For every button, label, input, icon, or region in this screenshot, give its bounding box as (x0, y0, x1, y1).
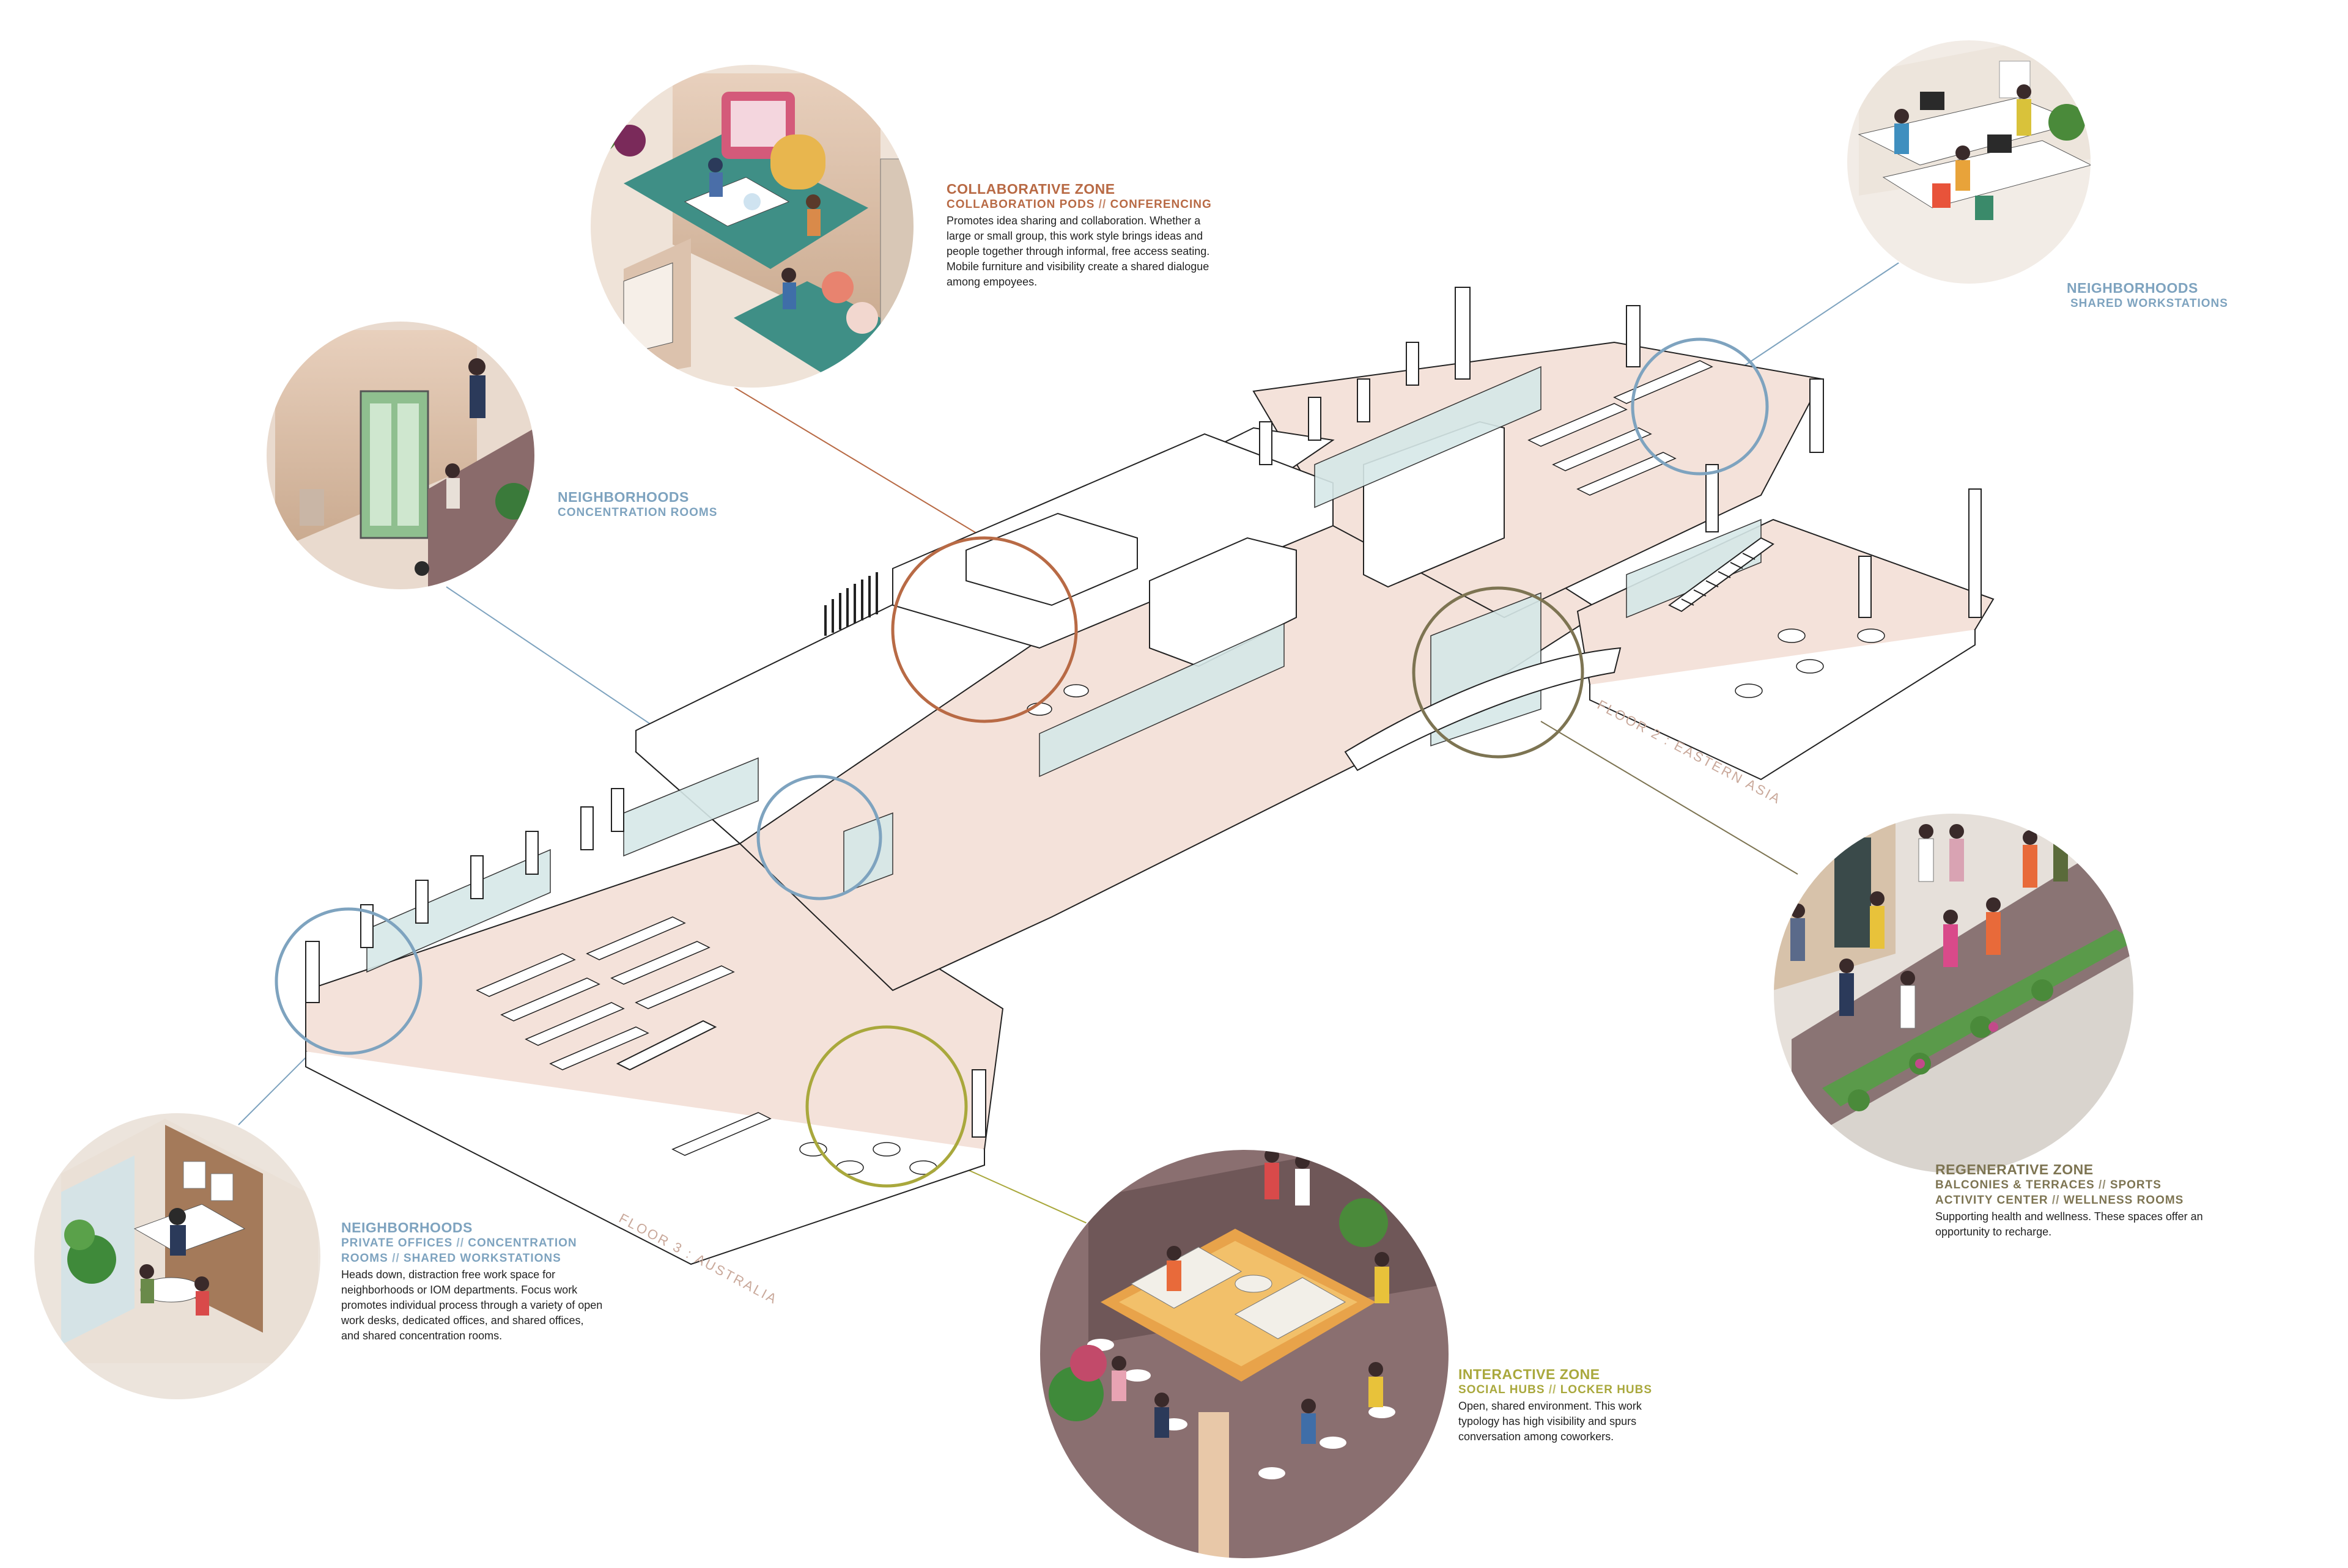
private-title: NEIGHBORHOODS (341, 1220, 473, 1235)
vignette-private (33, 1112, 322, 1401)
building-axonometric (305, 287, 1995, 1265)
private-sep2: // (392, 1252, 400, 1265)
regenerative-sep2: // (2051, 1194, 2060, 1207)
callout-regenerative: REGENERATIVE ZONE BALCONIES & TERRACES /… (1935, 1161, 2204, 1240)
private-body: Heads down, distraction free work space … (341, 1268, 603, 1342)
leader-collaborative (715, 375, 985, 539)
vignette-collaborative (589, 64, 915, 389)
staircase (616, 537, 1774, 1071)
highlight-private (275, 907, 423, 1055)
plan-highlights (275, 337, 1769, 1188)
highlight-interactive (805, 1025, 968, 1188)
highlight-regenerative (1412, 586, 1584, 759)
regenerative-sub1: BALCONIES & TERRACES (1935, 1179, 2095, 1191)
highlight-concentration (756, 775, 882, 900)
private-sub1: PRIVATE OFFICES (341, 1237, 453, 1250)
leader-regenerative (1540, 721, 1798, 875)
regenerative-title: REGENERATIVE ZONE (1935, 1161, 2094, 1177)
shared-sub: SHARED WORKSTATIONS (2070, 297, 2228, 310)
lounge-tables (799, 628, 1885, 1175)
interactive-body: Open, shared environment. This work typo… (1458, 1400, 1642, 1443)
concentration-sub: CONCENTRATION ROOMS (558, 506, 718, 519)
highlight-collaborative (891, 536, 1078, 723)
leader-shared (1724, 256, 1908, 380)
callout-concentration: NEIGHBORHOODS CONCENTRATION ROOMS (558, 489, 766, 520)
highlight-shared (1631, 337, 1769, 476)
interactive-sub1: SOCIAL HUBS (1458, 1383, 1545, 1396)
regenerative-sub3: ACTIVITY CENTER (1935, 1194, 2048, 1207)
private-sub2: CONCENTRATION (468, 1237, 577, 1250)
collaborative-sub2: CONFERENCING (1110, 198, 1212, 211)
private-sub3: ROOMS (341, 1252, 388, 1265)
private-sep1: // (456, 1237, 464, 1250)
callout-interactive: INTERACTIVE ZONE SOCIAL HUBS // LOCKER H… (1458, 1366, 1666, 1445)
collaborative-title: COLLABORATIVE ZONE (947, 181, 1115, 197)
feature-slats (824, 572, 878, 636)
regenerative-body: Supporting health and wellness. These sp… (1935, 1210, 2203, 1238)
vignette-shared (1846, 39, 2092, 285)
regenerative-sep1: // (2098, 1179, 2106, 1191)
collaborative-sep: // (1098, 198, 1107, 211)
private-sub4: SHARED WORKSTATIONS (403, 1252, 561, 1265)
shared-title: NEIGHBORHOODS (2067, 280, 2198, 296)
collaborative-body: Promotes idea sharing and collaboration.… (947, 215, 1210, 288)
wall-columns (305, 287, 1982, 1138)
leader-private (238, 1045, 319, 1125)
vignette-concentration (265, 320, 536, 591)
interactive-sub2: LOCKER HUBS (1560, 1383, 1653, 1396)
callout-collaborative: COLLABORATIVE ZONE COLLABORATION PODS //… (947, 181, 1216, 290)
callout-shared: NEIGHBORHOODS SHARED WORKSTATIONS (2067, 280, 2250, 311)
desk-rows (476, 360, 1713, 1156)
vignette-interactive (1039, 1149, 1450, 1559)
interactive-sep: // (1548, 1383, 1557, 1396)
vignette-regenerative (1773, 812, 2135, 1174)
regenerative-sub2: SPORTS (2110, 1179, 2162, 1191)
callout-private: NEIGHBORHOODS PRIVATE OFFICES // CONCENT… (341, 1220, 604, 1344)
interactive-title: INTERACTIVE ZONE (1458, 1366, 1600, 1382)
concentration-title: NEIGHBORHOODS (558, 489, 689, 505)
collaborative-sub1: COLLABORATION PODS (947, 198, 1095, 211)
regenerative-sub4: WELLNESS ROOMS (2063, 1194, 2184, 1207)
ramp (1344, 647, 1622, 771)
